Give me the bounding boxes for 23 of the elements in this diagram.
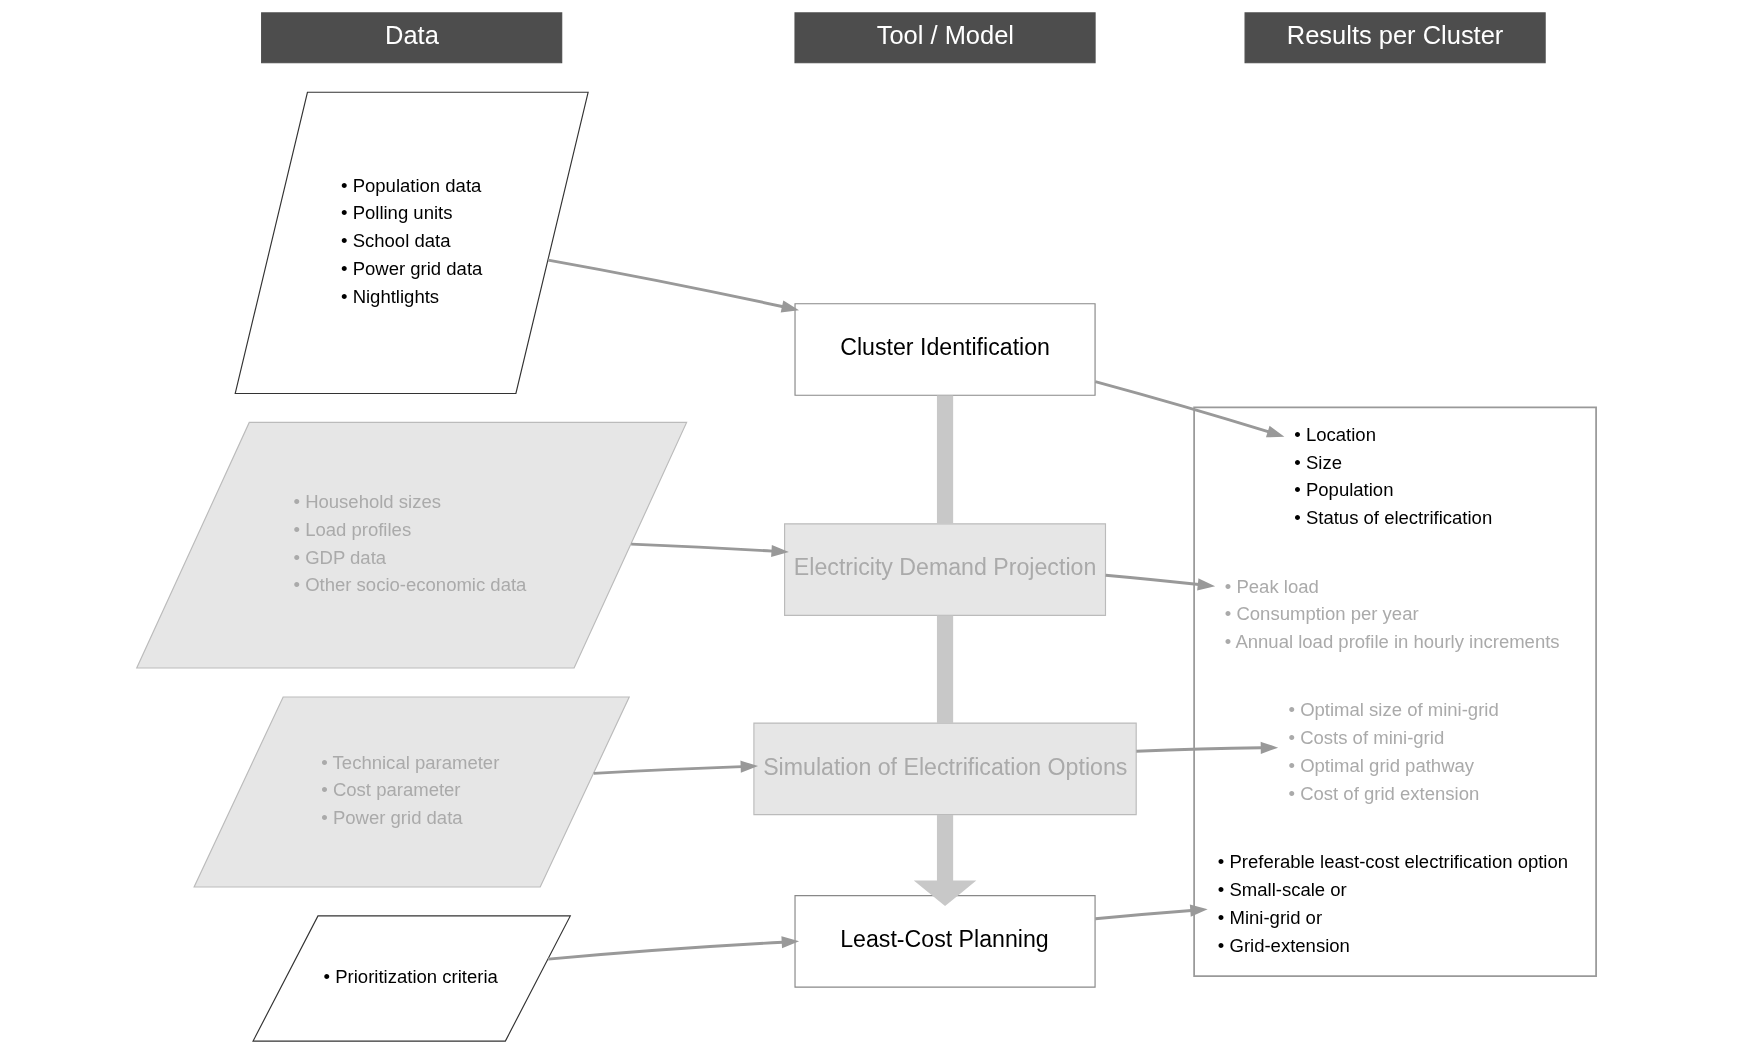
node-text: • Optimal size of mini-grid • Costs of mini-grid • Optimal grid pathway • Cost of grid extension xyxy=(1288,699,1499,804)
node-text: • Peak load • Consumption per year • Annual load profile in hourly increments xyxy=(1224,575,1560,653)
node-box: Least-Cost Planning xyxy=(793,895,1096,988)
arrow xyxy=(913,814,976,907)
arrow xyxy=(1135,741,1278,754)
node-box: Data xyxy=(260,12,562,64)
connector xyxy=(936,395,953,524)
node-text: • Location • Size • Population • Status of electrification xyxy=(1293,423,1492,529)
cluster xyxy=(1192,406,1597,978)
arrow xyxy=(593,760,758,775)
arrow xyxy=(547,936,799,961)
node-box: Cluster Identification xyxy=(793,303,1096,396)
arrow xyxy=(1105,573,1215,591)
arrow xyxy=(630,542,789,558)
node-box: Electricity Demand Projection xyxy=(783,523,1106,616)
node-box: Simulation of Electrification Options xyxy=(752,722,1137,816)
node-text: • Preferable least-cost electrification option • Small-scale or • Mini-grid or • Grid-extension xyxy=(1217,851,1568,956)
node-box: Results per Cluster xyxy=(1244,12,1546,64)
arrow xyxy=(1094,904,1208,921)
connector xyxy=(936,615,953,723)
node-box: Tool / Model xyxy=(793,12,1096,64)
arrow xyxy=(547,258,799,313)
arrow xyxy=(1094,380,1284,438)
